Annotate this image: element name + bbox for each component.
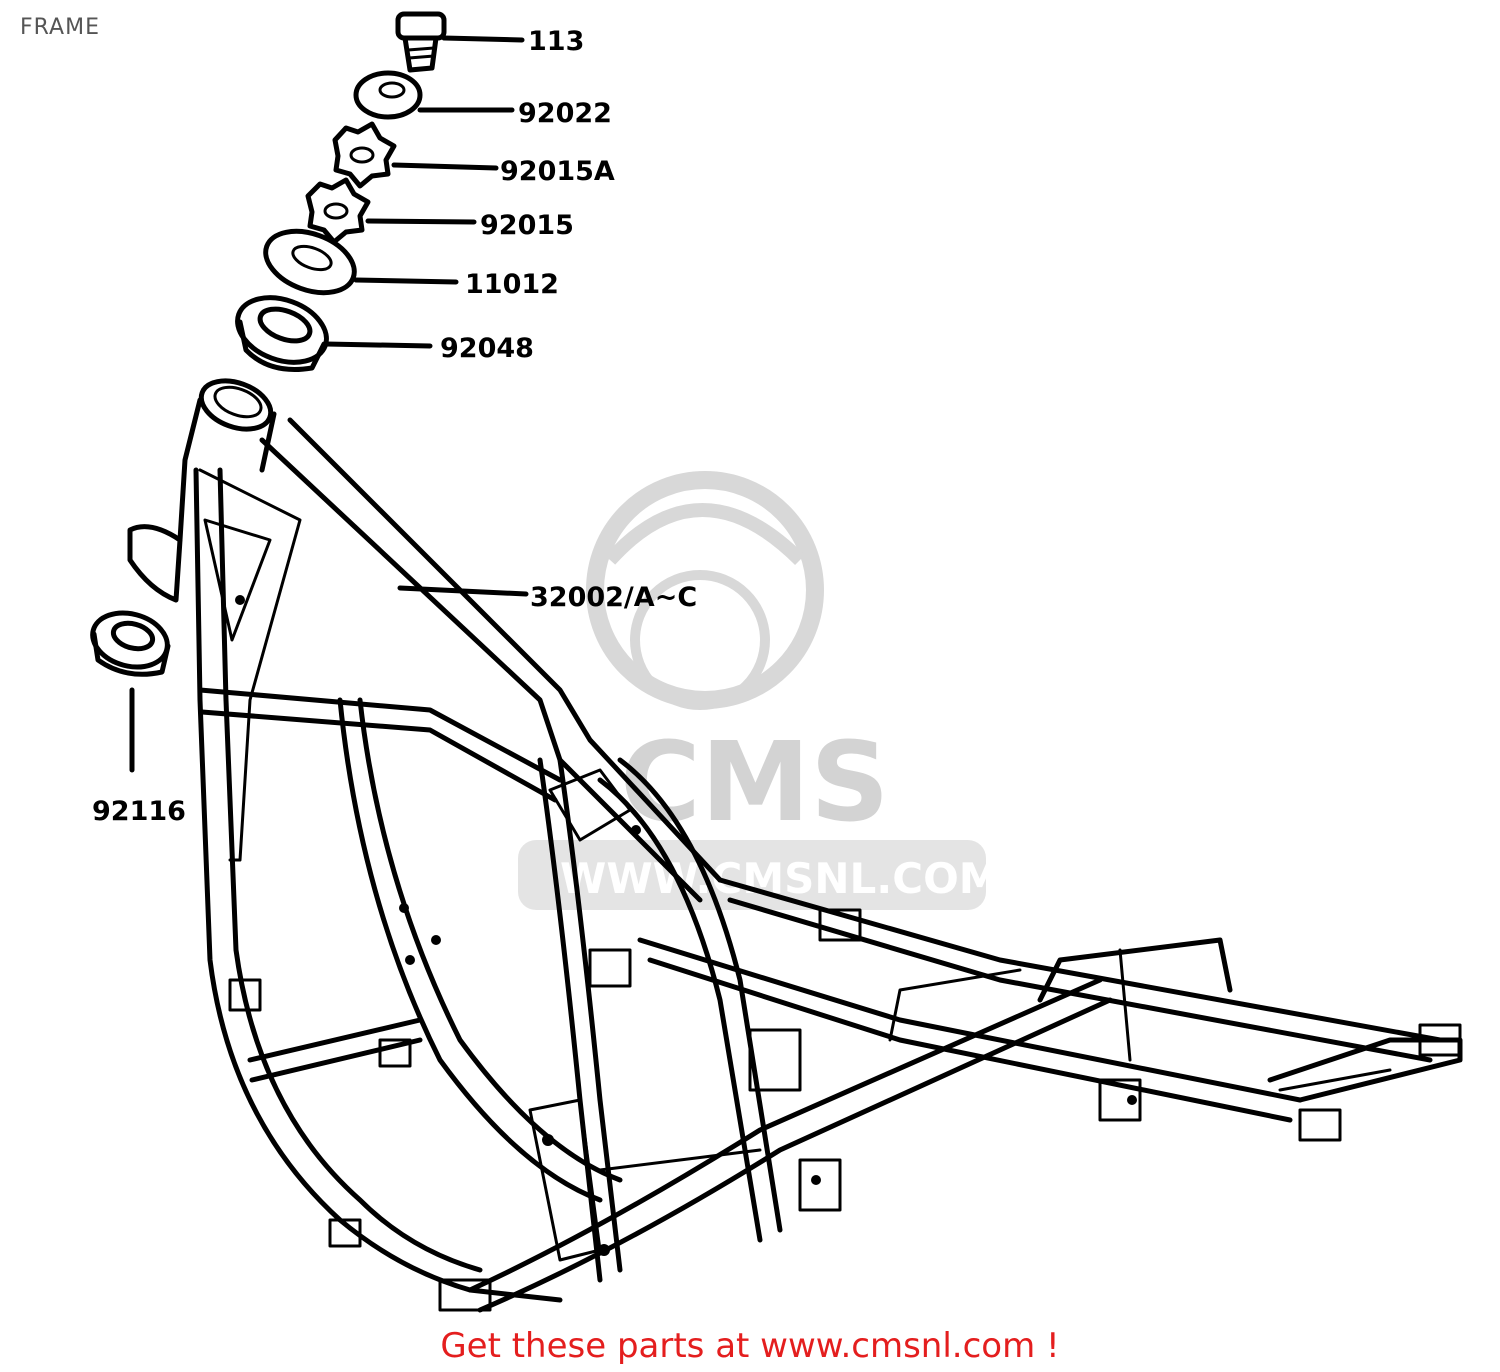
bearing-92048 — [235, 295, 329, 373]
watermark-logo-face — [630, 570, 770, 710]
nut-92015 — [305, 177, 371, 245]
label-113: 113 — [528, 26, 584, 57]
leader-lines — [129, 35, 529, 773]
label-32002: 32002/A~C — [530, 582, 697, 613]
washer-92022 — [353, 70, 423, 120]
nut-92015A — [332, 121, 397, 189]
bolt-113 — [395, 11, 447, 73]
label-11012: 11012 — [465, 269, 559, 300]
watermark-logo-helmet — [604, 503, 805, 565]
footer-link[interactable]: Get these parts at www.cmsnl.com ! — [440, 1326, 1060, 1366]
bearing-92116 — [90, 610, 171, 677]
watermark-url-box — [518, 840, 986, 910]
label-92022: 92022 — [518, 98, 612, 129]
label-92015: 92015 — [480, 210, 574, 241]
main-frame-32002 — [127, 378, 1463, 1313]
label-92015A: 92015A — [500, 156, 615, 187]
label-92048: 92048 — [440, 333, 534, 364]
cover-11012 — [263, 228, 357, 296]
label-92116: 92116 — [92, 796, 186, 827]
watermark-brand: CMS — [620, 718, 889, 846]
page-title: FRAME — [20, 15, 100, 40]
cms-watermark: CMS WWW.CMSNL.COM — [518, 471, 1001, 910]
